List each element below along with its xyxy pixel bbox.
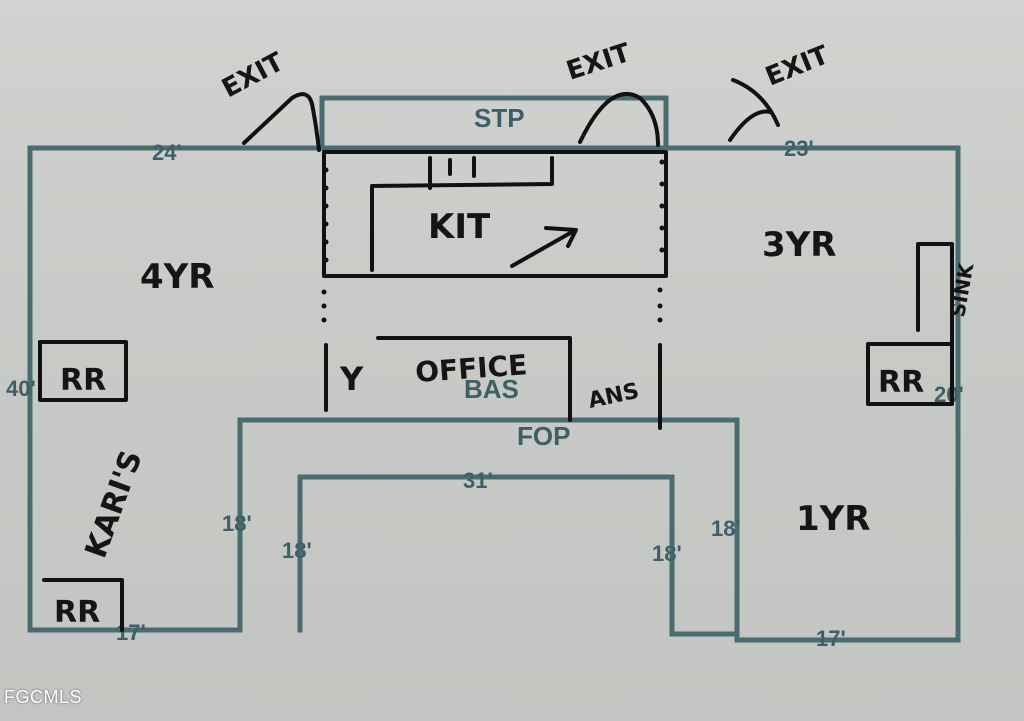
rr-left-top-box [38, 340, 128, 402]
middle-exit-door [578, 92, 660, 147]
kit-label: KIT [428, 207, 491, 247]
left-exit-door [242, 92, 321, 152]
dim-18-left-inner: 18' [282, 538, 312, 563]
y-label: Y [339, 360, 364, 398]
kitchen-counter [370, 156, 554, 272]
rr-right-box [866, 342, 954, 406]
exit-left-label: EXIT [217, 47, 289, 104]
dim-18-right: 18' [711, 516, 741, 541]
dim-24: 24' [152, 140, 182, 165]
room-1yr-label: 1YR [796, 499, 870, 539]
office-outline [376, 336, 572, 422]
exit-middle-label: EXIT [563, 38, 635, 87]
dim-31: 31' [463, 468, 493, 493]
exit-right-label: EXIT [761, 40, 833, 92]
dim-18-left: 18' [222, 511, 252, 536]
stp-wall [319, 95, 669, 151]
rr-left-bottom-box [42, 578, 124, 632]
inner-fop-wall [297, 474, 740, 637]
stp-label: STP [474, 103, 525, 133]
right-exit-door [728, 78, 780, 142]
watermark: FGCMLS [4, 687, 83, 707]
fop-label: FOP [517, 421, 570, 451]
room-3yr-label: 3YR [762, 225, 836, 265]
karis-label: KARI'S [79, 446, 150, 563]
dim-18-right-inner: 18' [652, 541, 682, 566]
outer-wall [27, 145, 961, 643]
rr-right-label: RR [878, 365, 924, 400]
kitchen-outline [322, 150, 668, 278]
bas-label: BAS [464, 374, 519, 404]
rr-left-top-label: RR [60, 363, 106, 398]
dim-17-right: 17' [816, 626, 846, 651]
dim-23: 23' [784, 136, 814, 161]
dim-40: 40' [6, 376, 36, 401]
dotted-walls [321, 159, 665, 323]
kitchen-arrow [510, 226, 578, 268]
sink-box [916, 242, 954, 348]
rr-left-bottom-label: RR [54, 595, 100, 630]
ans-label: ANS [586, 379, 641, 414]
room-4yr-label: 4YR [140, 257, 214, 297]
office-label: OFFICE [414, 348, 528, 389]
